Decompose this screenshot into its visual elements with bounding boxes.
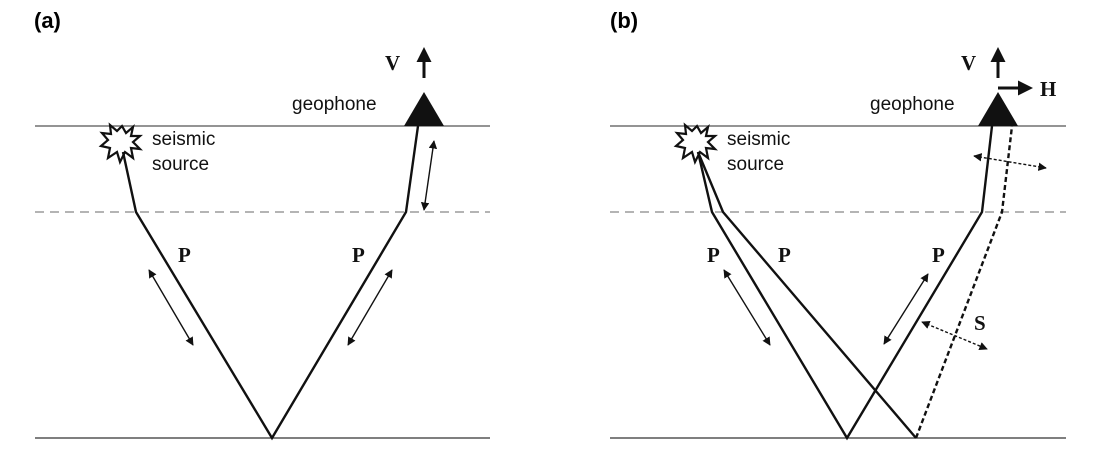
panel-a: (a) seismic source geophone V P P bbox=[34, 8, 490, 441]
geophone-label: geophone bbox=[292, 94, 377, 115]
seismic-source-label-line2: source bbox=[727, 154, 784, 175]
particle-motion-arrow-vertical bbox=[420, 140, 438, 211]
p-wave-label-down: P bbox=[178, 243, 191, 267]
s-wave-label: S bbox=[974, 311, 986, 335]
p-wave-ray bbox=[121, 125, 420, 441]
vertical-component-label: V bbox=[385, 51, 400, 75]
seismic-source-icon bbox=[673, 122, 718, 165]
horizontal-particle-motion-arrow bbox=[973, 153, 1047, 171]
p-wave-label-up: P bbox=[352, 243, 365, 267]
p-wave-ray-far bbox=[696, 151, 917, 439]
converted-s-wave-ray bbox=[914, 125, 1014, 439]
particle-motion-arrow-up bbox=[883, 273, 929, 345]
s-wave-particle-motion-arrow bbox=[921, 321, 988, 350]
particle-motion-arrow-up bbox=[347, 269, 393, 346]
seismic-source-icon bbox=[98, 122, 143, 165]
panel-b-label: (b) bbox=[610, 8, 638, 33]
particle-motion-arrow-down bbox=[723, 269, 771, 346]
vertical-component-label: V bbox=[961, 51, 976, 75]
geophone-icon bbox=[978, 92, 1018, 126]
geophone-label: geophone bbox=[870, 94, 955, 115]
particle-motion-arrow-down bbox=[148, 269, 194, 346]
geophone-icon bbox=[404, 92, 444, 126]
horizontal-component-label: H bbox=[1040, 77, 1056, 101]
seismic-source-label-line2: source bbox=[152, 154, 209, 175]
seismic-source-label-line1: seismic bbox=[152, 129, 215, 150]
p-wave-label-middle: P bbox=[778, 243, 791, 267]
p-wave-label-left: P bbox=[707, 243, 720, 267]
seismic-source-label-line1: seismic bbox=[727, 129, 790, 150]
panel-b: (b) seismic source geophone V H P P P S bbox=[610, 8, 1066, 441]
panel-a-label: (a) bbox=[34, 8, 61, 33]
p-wave-ray-near bbox=[696, 125, 994, 441]
p-wave-label-right: P bbox=[932, 243, 945, 267]
